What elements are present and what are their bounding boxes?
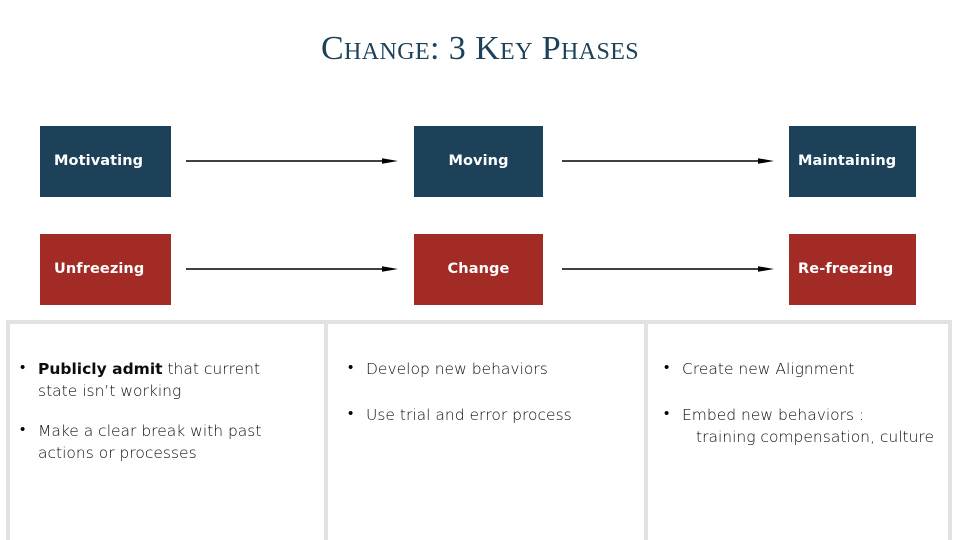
phase-box-unfreezing[interactable]: Unfreezing <box>40 234 171 305</box>
bullet-list-refreezing: Create new Alignment Embed new behaviors… <box>662 357 936 448</box>
page-title: Change: 3 Key Phases <box>320 30 640 67</box>
bullet-text: Make a clear break with past actions or … <box>38 422 262 462</box>
arrow-motivating-to-moving <box>186 153 398 169</box>
bullet-text: Use trial and error process <box>366 406 572 424</box>
bullet-text: that current state isn’t working <box>38 360 261 400</box>
arrow-change-to-refreezing <box>562 261 774 277</box>
bullet-list-change: Develop new behaviors Use trial and erro… <box>346 357 632 426</box>
bullet-list-unfreezing: Publicly admit that current state isn’t … <box>18 357 298 464</box>
phase-box-moving[interactable]: Moving <box>414 126 543 197</box>
content-panel: Publicly admit that current state isn’t … <box>6 320 952 540</box>
bullet-emphasis: Publicly admit <box>38 360 163 378</box>
arrow-moving-to-maintaining <box>562 153 774 169</box>
list-item: Make a clear break with past actions or … <box>18 419 298 464</box>
bullet-text: Embed new behaviors : <box>682 406 865 424</box>
phase-box-maintaining[interactable]: Maintaining <box>789 126 916 197</box>
phase-box-change[interactable]: Change <box>414 234 543 305</box>
list-item: Publicly admit that current state isn’t … <box>18 357 298 402</box>
content-column-unfreezing: Publicly admit that current state isn’t … <box>10 324 324 540</box>
list-item: Embed new behaviors : training compensati… <box>662 403 936 448</box>
phase-box-refreezing[interactable]: Re-freezing <box>789 234 916 305</box>
bullet-text: Develop new behaviors <box>366 360 548 378</box>
arrow-unfreezing-to-change <box>186 261 398 277</box>
content-column-refreezing: Create new Alignment Embed new behaviors… <box>644 324 948 540</box>
list-item: Develop new behaviors <box>346 357 632 380</box>
bullet-subtext: training compensation, culture <box>696 428 934 446</box>
list-item: Use trial and error process <box>346 403 632 426</box>
bullet-text: Create new Alignment <box>682 360 855 378</box>
list-item: Create new Alignment <box>662 357 936 380</box>
phase-box-motivating[interactable]: Motivating <box>40 126 171 197</box>
content-column-change: Develop new behaviors Use trial and erro… <box>324 324 644 540</box>
